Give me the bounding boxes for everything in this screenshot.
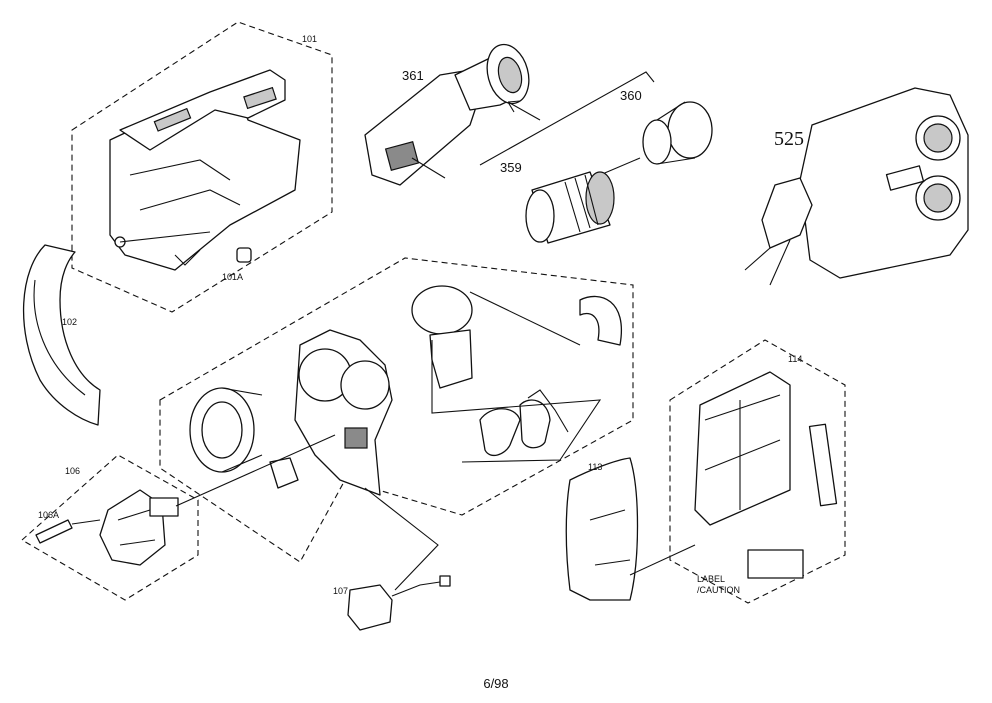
part-107-plug	[439, 575, 451, 587]
part-359-front	[525, 189, 555, 243]
label-102: 102	[62, 317, 77, 327]
part-clip-right	[519, 399, 551, 449]
part-113-leader	[629, 544, 696, 576]
label-caution-line2: /CAUTION	[697, 585, 740, 595]
part-359-knurl	[564, 174, 599, 233]
part-361-cable	[411, 157, 446, 179]
group-middle-inner-lines	[431, 340, 602, 463]
group-106-outline	[21, 454, 199, 601]
label-106a: 106A	[38, 510, 59, 520]
part-chassis-block	[344, 427, 368, 449]
part-101-housing	[109, 94, 301, 271]
part-525-straps	[744, 239, 791, 286]
group-101: 101 101A	[71, 21, 333, 313]
part-102: 102	[22, 244, 101, 426]
label-106: 106	[65, 466, 80, 476]
label-caution-line1: LABEL	[697, 574, 725, 584]
part-101-switch	[243, 86, 277, 110]
group-middle-outline	[159, 257, 634, 563]
part-lens-hood-inner	[201, 401, 243, 459]
part-114-label-plate	[747, 549, 804, 579]
label-113: 113	[588, 462, 602, 472]
part-359-rear	[585, 171, 615, 225]
part-106a-lead	[71, 519, 101, 525]
part-525-lens-bottom-inner	[923, 183, 953, 213]
part-102-strap	[22, 244, 101, 426]
part-107-cable	[391, 581, 441, 597]
part-106-leader	[175, 434, 336, 507]
part-101a	[236, 247, 252, 263]
part-113-body	[565, 457, 639, 601]
part-360-ring	[642, 119, 672, 165]
label-361: 361	[402, 68, 424, 83]
arrow-to-361	[507, 100, 541, 121]
group-middle	[159, 257, 634, 563]
group-114-outline	[669, 339, 846, 604]
label-359: 359	[500, 160, 522, 175]
part-114-grid	[704, 394, 781, 510]
part-right-cap	[579, 295, 623, 346]
label-107: 107	[333, 586, 348, 596]
part-106-detail	[117, 509, 156, 546]
part-114-panel	[694, 371, 791, 526]
part-107-leader	[364, 487, 439, 591]
page-number: 6/98	[483, 676, 508, 691]
part-106a	[35, 519, 73, 544]
part-clamp-bracket	[429, 329, 473, 389]
label-101: 101	[302, 34, 317, 44]
part-lens-hood-edges	[221, 387, 263, 473]
part-clamp-ring	[411, 285, 473, 335]
part-360: 360	[599, 88, 713, 176]
part-chassis-hole-right	[340, 360, 390, 410]
part-clip-left	[479, 408, 521, 457]
part-361-connector	[384, 141, 420, 171]
part-361-eyecup-inner	[497, 56, 523, 94]
label-360: 360	[620, 88, 642, 103]
part-361: 361	[364, 43, 530, 186]
group-106: 106 106A	[21, 434, 336, 601]
part-360-edges	[656, 101, 696, 165]
label-114: 114	[788, 354, 802, 364]
label-525: 525	[774, 128, 804, 150]
group-middle-leader	[469, 291, 581, 346]
part-small-cap	[269, 457, 299, 489]
part-102-stitch	[33, 279, 86, 396]
part-113-detail	[589, 509, 631, 566]
part-113: 113	[565, 457, 696, 601]
part-spring	[527, 389, 569, 433]
part-101-ribs	[129, 159, 241, 266]
label-101a: 101A	[222, 272, 243, 282]
part-360-leader	[599, 157, 641, 176]
part-106-body	[99, 489, 166, 566]
part-525: 525	[744, 87, 969, 286]
part-360-cup	[667, 101, 713, 159]
part-525-badge	[885, 165, 925, 191]
part-106-clip	[149, 497, 179, 517]
part-114-strip	[808, 423, 838, 507]
part-107: 107	[333, 487, 451, 631]
part-525-lens-top-inner	[923, 123, 953, 153]
part-525-strap-mount	[761, 177, 813, 249]
part-101-button	[153, 107, 192, 132]
part-107-body	[347, 584, 393, 631]
part-101-screw-line	[119, 231, 211, 243]
group-101-outline	[71, 21, 333, 313]
bracket-359-360	[479, 71, 655, 166]
part-359: 359	[500, 160, 615, 244]
group-114: 114 LABEL /CAUTION	[669, 339, 846, 604]
